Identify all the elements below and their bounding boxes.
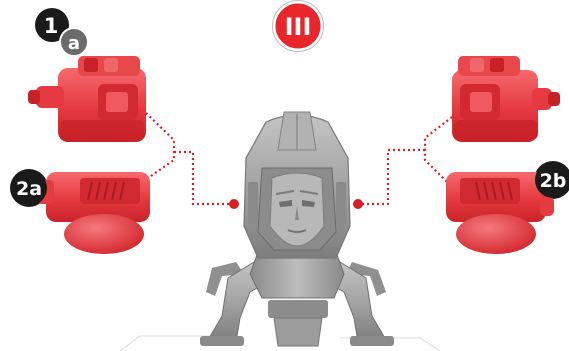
step-number-label: 1 <box>44 14 59 38</box>
left-connector-lines <box>146 113 233 204</box>
step-number-badge: 1 a <box>35 8 88 56</box>
right-connector-lines <box>360 117 452 204</box>
step-badge-label: III <box>285 13 312 41</box>
right-connector-dot <box>353 199 363 209</box>
weapon-part-top-right <box>452 56 560 142</box>
weapon-part-1a <box>28 56 146 142</box>
right-part-label-top: 2b <box>540 170 567 192</box>
left-connector-dot <box>229 199 239 209</box>
robot-model <box>200 112 394 346</box>
left-part-badge-top: 2a <box>11 170 47 206</box>
step-letter-label: a <box>68 33 80 54</box>
step-badge: III <box>273 1 324 52</box>
left-part-label-top: 2a <box>16 178 42 200</box>
weapon-part-2a <box>36 172 150 254</box>
